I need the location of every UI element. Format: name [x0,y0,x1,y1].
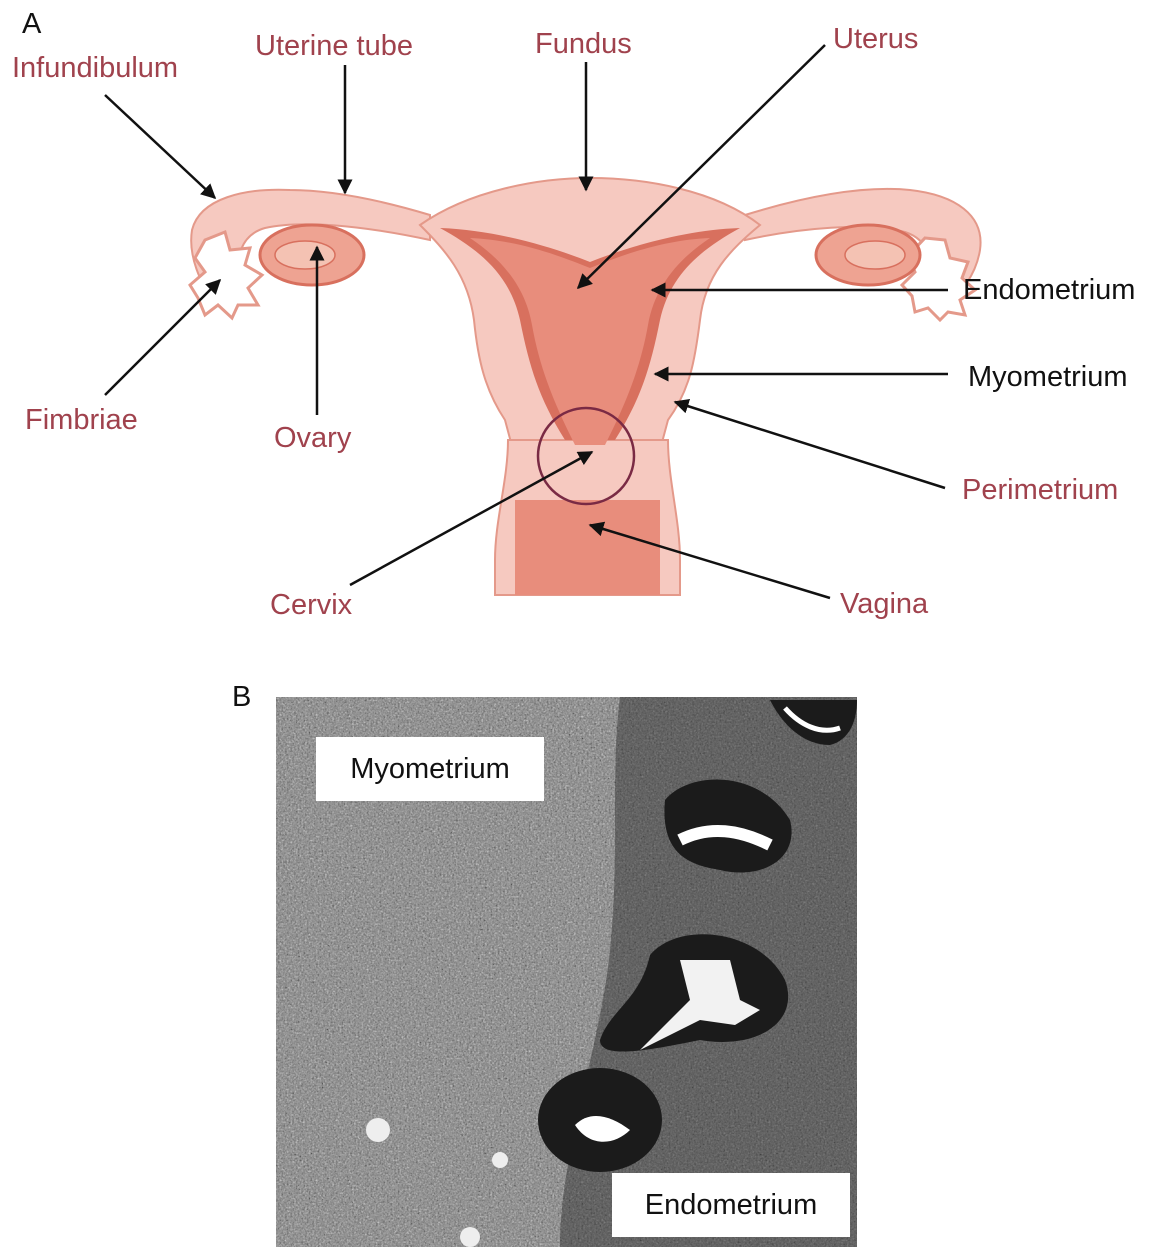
label-uterus: Uterus [833,23,918,55]
label-ovary: Ovary [274,422,352,454]
micrograph-label-myometrium: Myometrium [316,737,544,801]
label-fimbriae: Fimbriae [25,404,138,436]
label-uterine-tube: Uterine tube [255,30,413,62]
right-ovary-follicles [845,241,905,269]
panel-a-letter: A [22,8,42,40]
label-perimetrium: Perimetrium [962,474,1118,506]
arrow-infundibulum [105,95,215,198]
uterus-illustration [190,178,981,595]
left-fimbriae [190,232,262,318]
arrow-fimbriae [105,280,220,395]
label-infundibulum: Infundibulum [12,52,178,84]
label-vagina: Vagina [840,588,929,620]
label-cervix: Cervix [270,589,353,621]
vaginal-canal [515,500,660,595]
panel-b-letter: B [232,681,251,713]
micrograph-label-endometrium: Endometrium [612,1173,850,1237]
label-myometrium: Myometrium [968,361,1128,393]
left-ovary-follicles [275,241,335,269]
label-endometrium: Endometrium [963,274,1135,306]
arrow-perimetrium [675,402,945,488]
label-fundus: Fundus [535,28,632,60]
